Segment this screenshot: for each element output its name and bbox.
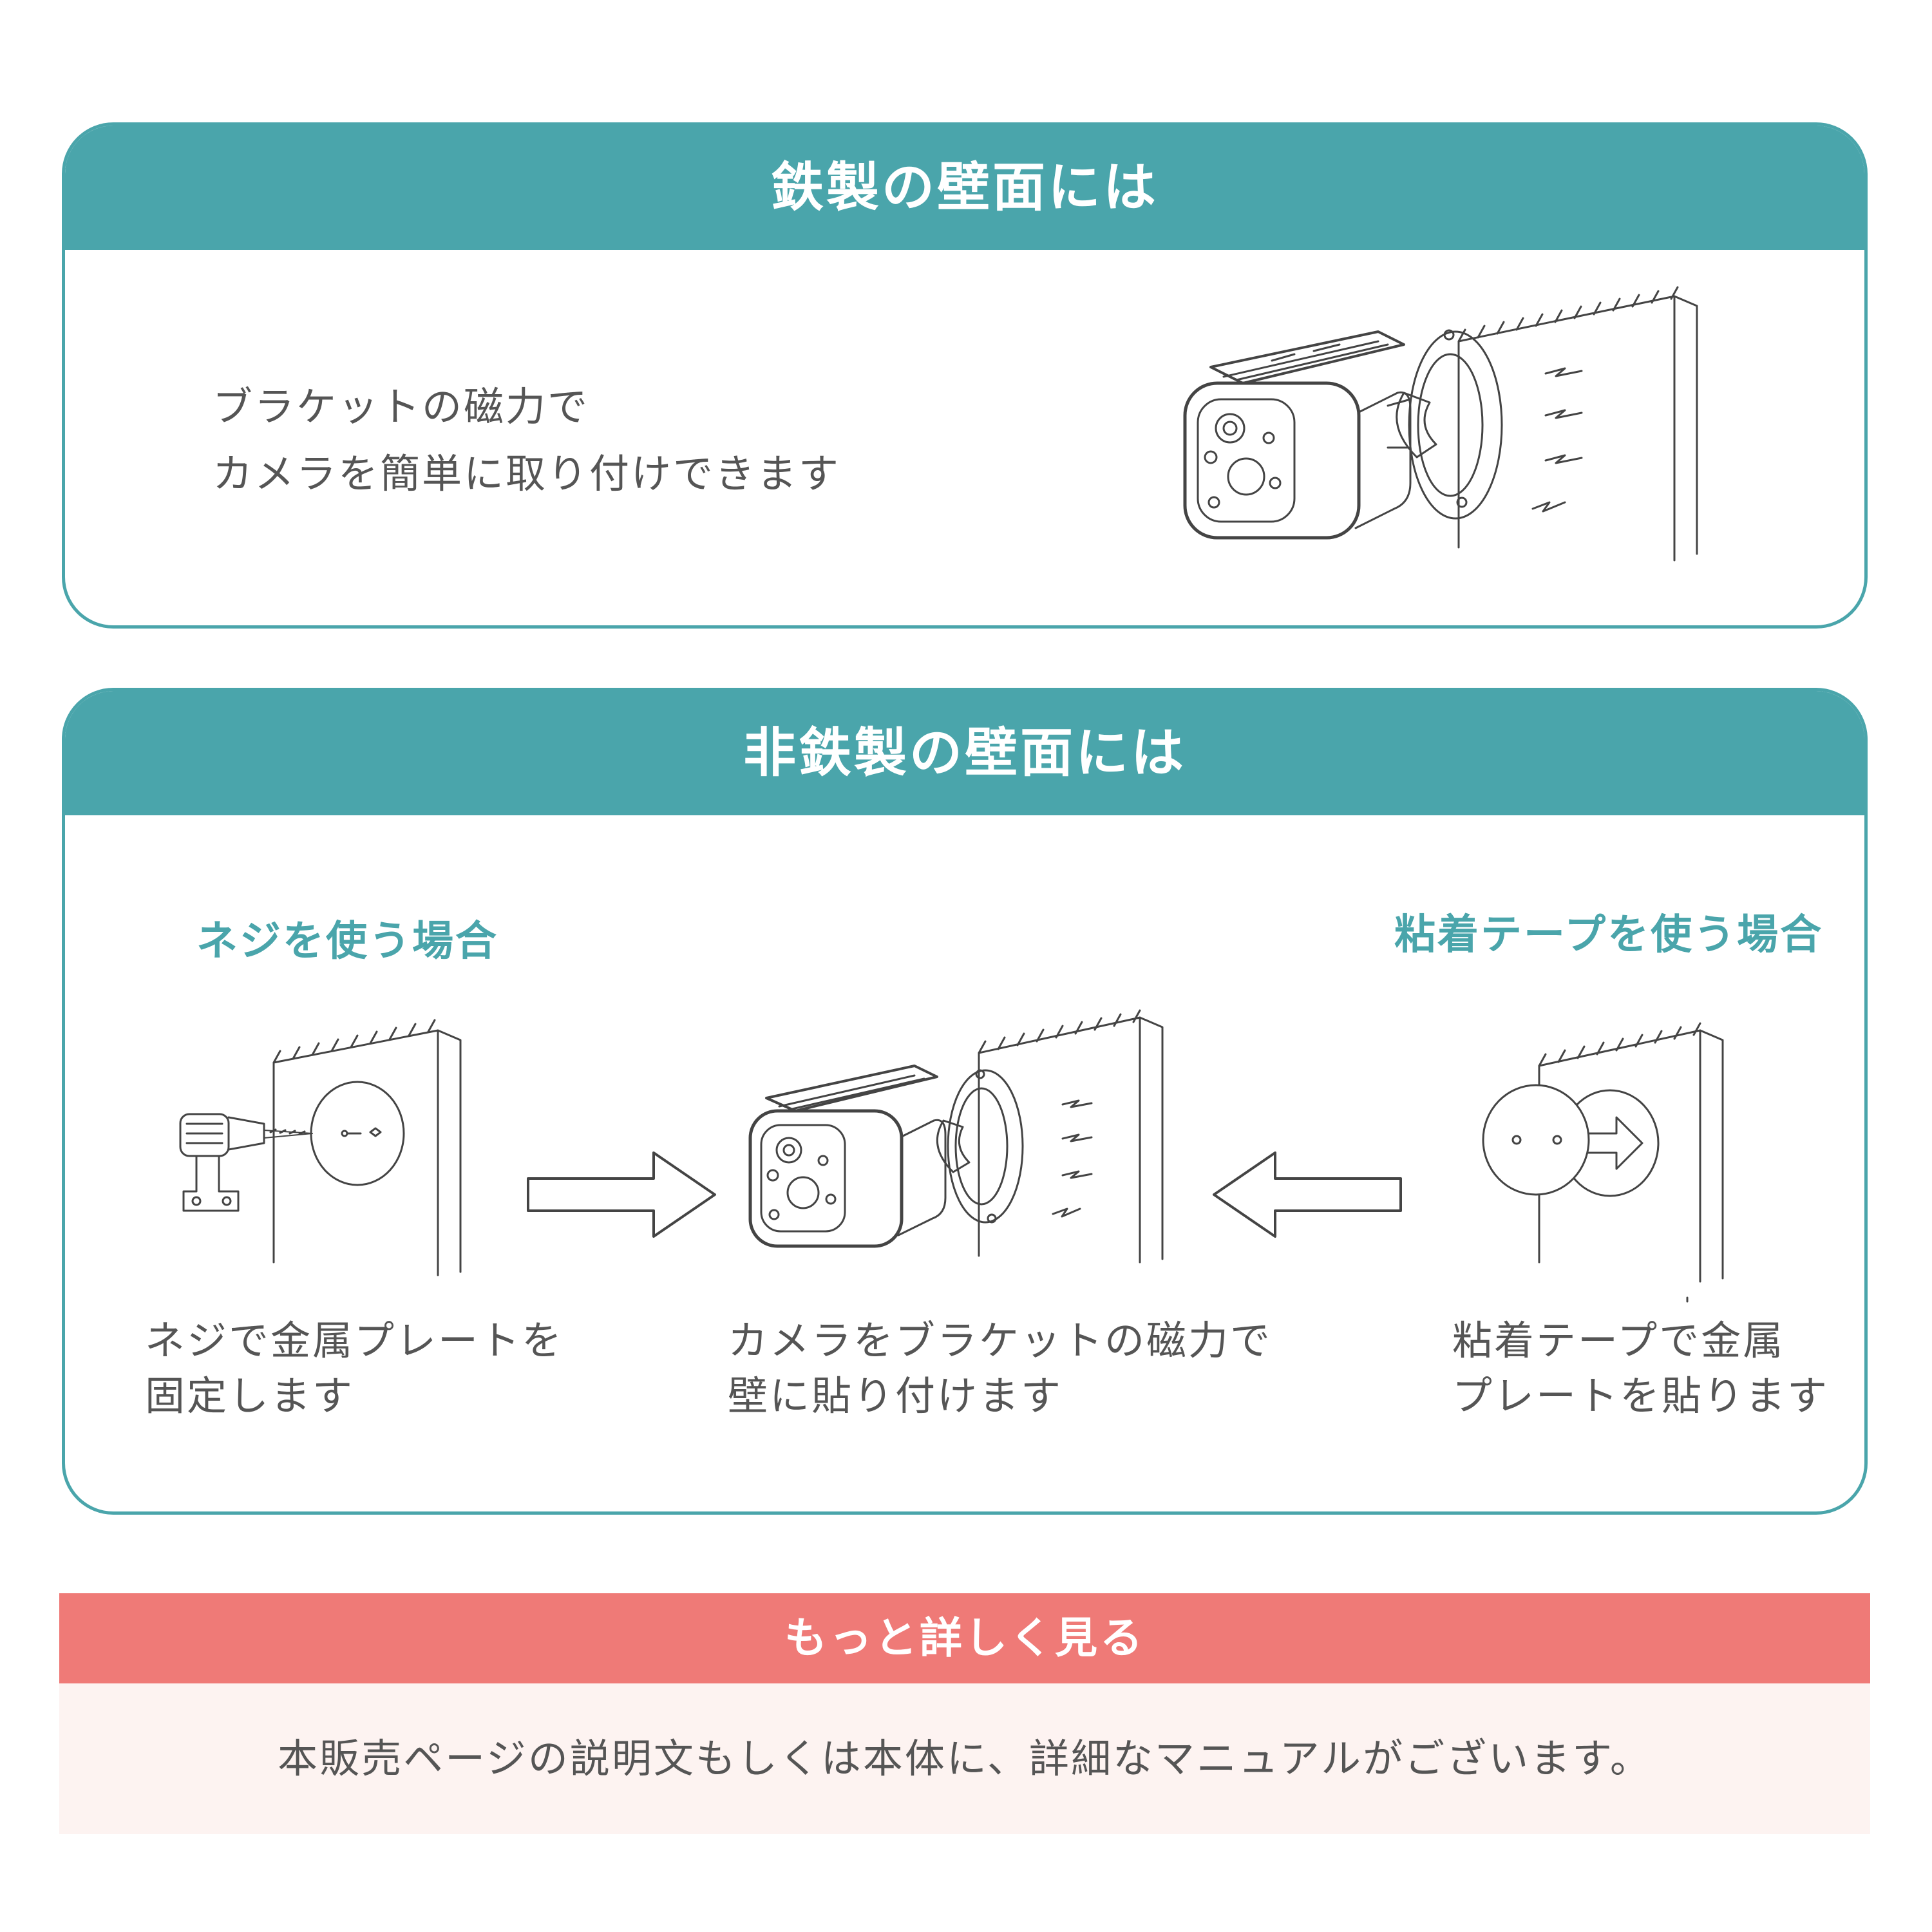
center-caption-line1: カメラをブラケットの磁力で [728, 1317, 1273, 1364]
magnet-bracket-icon [937, 1070, 1023, 1222]
magnet-bracket-icon [1388, 330, 1502, 518]
drill-icon [180, 1114, 312, 1211]
tape-method-illustration [1455, 1005, 1739, 1301]
arrow-right-icon [525, 1150, 718, 1240]
security-camera-icon [750, 1066, 945, 1246]
camera-on-plate-illustration [741, 992, 1191, 1282]
more-info-heading: もっと詳しく見る [59, 1593, 1870, 1683]
non-iron-wall-title: 非鉄製の壁面には [65, 691, 1864, 815]
screw-caption-line1: ネジで金属プレートを [145, 1317, 564, 1364]
magnet-force-icon [1533, 368, 1582, 511]
tape-caption-line1: 粘着テープで金属 [1452, 1317, 1785, 1364]
tape-caption-line2: プレートを貼ります [1452, 1372, 1830, 1419]
center-caption-line2: 壁に貼り付けます [728, 1372, 1063, 1419]
iron-wall-text-line1: ブラケットの磁力で [213, 383, 590, 430]
security-camera-icon [1185, 332, 1410, 538]
screw-icon [342, 1128, 381, 1136]
iron-wall-panel: 鉄製の壁面には [62, 122, 1868, 629]
screw-caption-line2: 固定します [145, 1372, 355, 1419]
wall-icon [979, 1010, 1162, 1262]
iron-wall-title: 鉄製の壁面には [65, 126, 1864, 250]
adhesive-tape-icon [1483, 1085, 1589, 1195]
arrow-left-icon [1211, 1150, 1404, 1240]
wall-icon [1459, 287, 1697, 560]
camera-on-iron-wall-illustration [1133, 270, 1713, 573]
arrow-right-icon [1581, 1117, 1642, 1169]
tape-method-heading: 粘着テープを使う場合 [1394, 911, 1824, 959]
screw-method-illustration [167, 1005, 489, 1288]
wall-icon [274, 1020, 460, 1275]
magnet-force-icon [1053, 1101, 1092, 1217]
iron-wall-text-line2: カメラを簡単に取り付けできます [213, 450, 841, 497]
more-info-text: 本販売ページの説明文もしくは本体に、詳細なマニュアルがございます。 [59, 1683, 1870, 1834]
screw-method-heading: ネジを使う場合 [196, 918, 498, 965]
